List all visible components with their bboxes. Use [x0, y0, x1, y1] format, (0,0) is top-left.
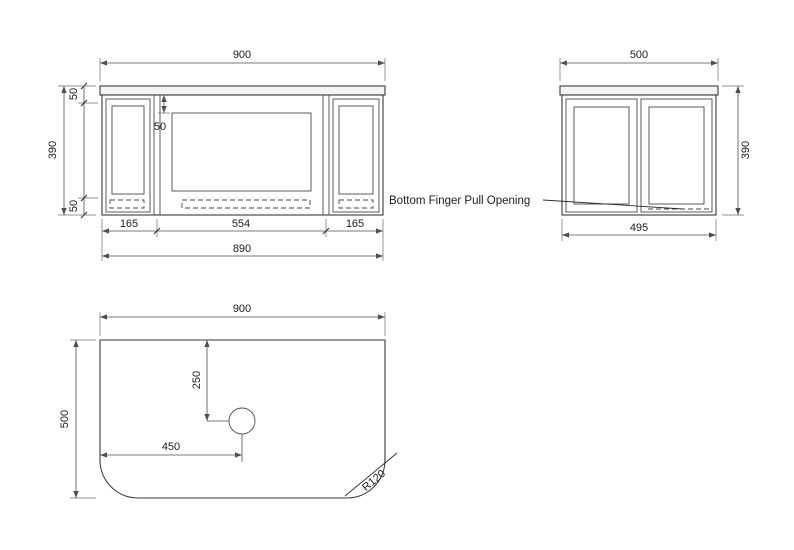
front-width-dim-label: 900 — [233, 49, 251, 61]
front-view: 900 50 50 390 50 — [47, 49, 386, 261]
front-bottom-section-dim-label: 50 — [68, 200, 80, 212]
finger-pull-leader-line — [542, 199, 684, 210]
plan-width-dim-label: 900 — [233, 303, 251, 315]
finger-pull-note-label: Bottom Finger Pull Opening — [389, 195, 530, 207]
front-height-dim-label: 390 — [47, 141, 59, 159]
hole-from-left-dim-label: 450 — [162, 441, 180, 453]
side-view: 500 390 495 — [559, 49, 752, 241]
side-countertop — [559, 85, 719, 96]
front-finger-pull-openings — [109, 199, 374, 209]
side-left-door-panel — [573, 106, 630, 205]
front-center-panel — [171, 112, 312, 192]
side-height-dim-label: 390 — [740, 141, 752, 159]
radius-leader-line — [344, 452, 398, 497]
tick-slash — [80, 99, 88, 107]
side-view-dimensions: 500 390 495 — [559, 49, 752, 241]
front-countertop — [99, 85, 386, 96]
front-top-section-dim-label: 50 — [68, 88, 80, 100]
front-carcass-width-dim-label: 890 — [233, 243, 251, 255]
finger-pull-opening-dashed — [181, 199, 311, 209]
tick-slash — [153, 227, 161, 235]
front-view-dimensions: 900 50 50 390 50 — [47, 49, 386, 261]
front-center-dim-label: 554 — [232, 218, 250, 230]
plan-view: 900 500 250 450 R120 — [59, 303, 398, 499]
front-right-door-dim-label: 165 — [346, 218, 364, 230]
tap-hole — [228, 407, 256, 435]
front-view-cabinet — [99, 85, 386, 216]
tick-slash — [80, 194, 88, 202]
finger-pull-opening-dashed — [109, 199, 145, 209]
front-panel-reveal-dim-label: 50 — [154, 121, 166, 133]
tick-slash — [322, 227, 330, 235]
finger-pull-annotation: Bottom Finger Pull Opening — [389, 195, 684, 210]
side-right-door-panel — [648, 106, 705, 205]
side-carcass-depth-dim-label: 495 — [630, 222, 648, 234]
plan-depth-dim-label: 500 — [59, 410, 71, 428]
finger-pull-opening-dashed — [338, 199, 374, 209]
front-right-door-panel — [338, 105, 374, 195]
hole-from-top-dim-label: 250 — [191, 371, 203, 389]
front-left-door-panel — [111, 105, 145, 195]
plan-view-top — [99, 339, 386, 499]
front-left-door-dim-label: 165 — [120, 218, 138, 230]
side-view-cabinet — [559, 85, 719, 216]
side-depth-dim-label: 500 — [630, 49, 648, 61]
